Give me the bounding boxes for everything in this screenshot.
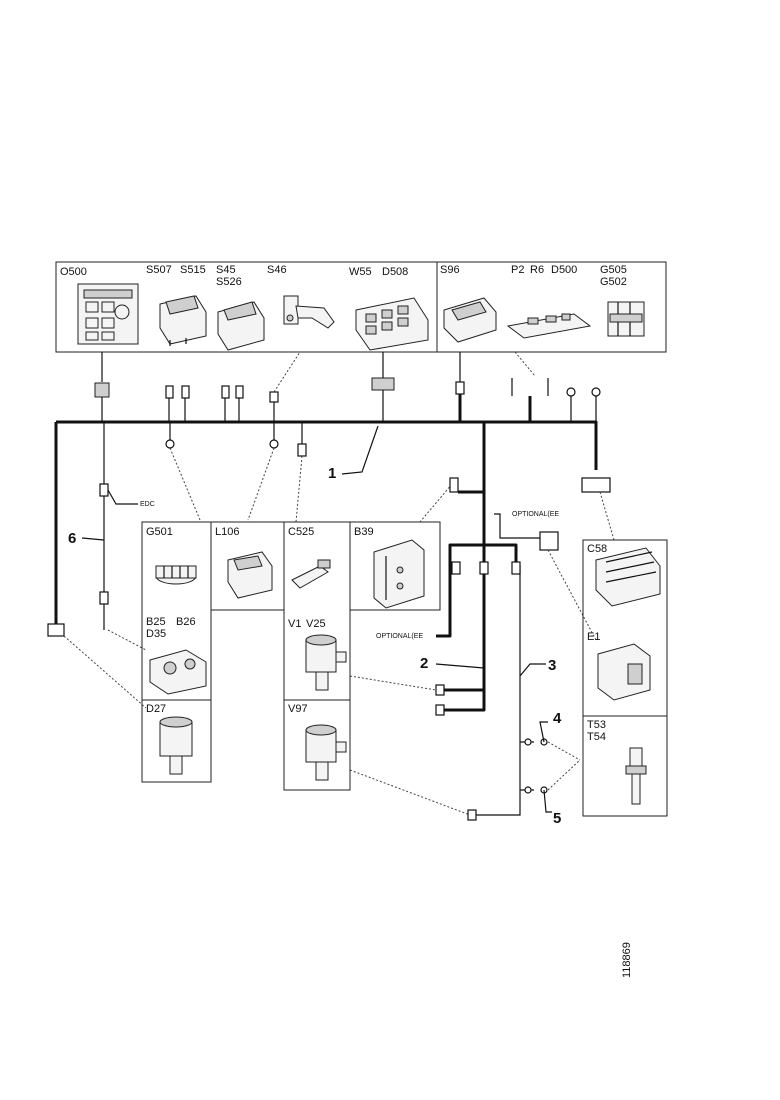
label-V97: V97	[288, 703, 308, 715]
relay-icon	[227, 551, 273, 599]
label-S526: S526	[216, 276, 242, 288]
label-C58: C58	[587, 543, 607, 555]
label-W55: W55	[349, 266, 372, 278]
switch-icon	[159, 295, 207, 346]
pedal-switch-icon	[283, 295, 335, 329]
label-S507: S507	[146, 264, 172, 276]
temperature-sensor-icon	[625, 747, 647, 805]
label-G505: G505	[600, 264, 627, 276]
label-S46: S46	[267, 264, 287, 276]
fuse-box-icon	[595, 547, 661, 607]
sensor-ring-icon	[155, 565, 197, 585]
label-B39: B39	[354, 526, 374, 538]
callout-3: 3	[548, 657, 556, 674]
label-S515: S515	[180, 264, 206, 276]
pressure-sensor-icon	[149, 649, 207, 695]
sensor-block-icon	[607, 301, 645, 337]
label-S45: S45	[216, 264, 236, 276]
label-B26: B26	[176, 616, 196, 628]
wire-label-edc: EDC	[140, 501, 155, 508]
label-S96: S96	[440, 264, 460, 276]
label-V25: V25	[306, 618, 326, 630]
figure-reference-number: 118869	[621, 942, 633, 978]
harness-branches	[47, 422, 615, 821]
main-harness	[54, 420, 598, 816]
wire-label-optional: OPTIONAL(EE	[512, 511, 559, 518]
valve-icon	[305, 634, 347, 691]
label-L106: L106	[215, 526, 239, 538]
label-G502: G502	[600, 276, 627, 288]
connector	[94, 382, 110, 398]
callout-2: 2	[420, 655, 428, 672]
top-connectors	[94, 351, 601, 422]
label-C525: C525	[288, 526, 314, 538]
switch-icon	[217, 301, 265, 351]
callouts: 1 2 3 4 5 6	[68, 425, 562, 827]
label-T53: T53	[587, 719, 606, 731]
solenoid-valve-icon	[159, 716, 193, 775]
label-D27: D27	[146, 703, 166, 715]
label-V1: V1	[288, 618, 301, 630]
callout-6: 6	[68, 530, 76, 547]
callout-5: 5	[553, 810, 561, 827]
connector	[371, 377, 395, 391]
callout-4: 4	[553, 710, 562, 727]
label-G501: G501	[146, 526, 173, 538]
connector-plug-icon	[291, 559, 331, 589]
label-B25: B25	[146, 616, 166, 628]
label-D508: D508	[382, 266, 408, 278]
label-T54: T54	[587, 731, 606, 743]
callout-1: 1	[328, 465, 336, 482]
heater-unit-icon	[597, 643, 651, 701]
label-P2: P2	[511, 264, 524, 276]
control-module-icon	[373, 539, 425, 609]
control-panel-icon	[77, 283, 139, 345]
module-icon	[355, 297, 429, 351]
top-component-panel: O500 S507 S515 S45 S526 S46 W55 D508 S96…	[55, 261, 667, 353]
top-panel-frame	[55, 261, 667, 353]
label-D500: D500	[551, 264, 577, 276]
label-R6: R6	[530, 264, 544, 276]
switch-icon	[443, 297, 497, 343]
label-D35: D35	[146, 628, 166, 640]
label-O500: O500	[60, 266, 87, 278]
wire-label-optional: OPTIONAL(EE	[376, 633, 423, 640]
label-E1: E1	[587, 631, 600, 643]
valve-icon	[305, 724, 347, 781]
lower-component-panel: G501 L106 C525 B39 B25 B26 D35 V1 V25 D2…	[141, 521, 668, 817]
circuit-board-icon	[506, 313, 592, 339]
